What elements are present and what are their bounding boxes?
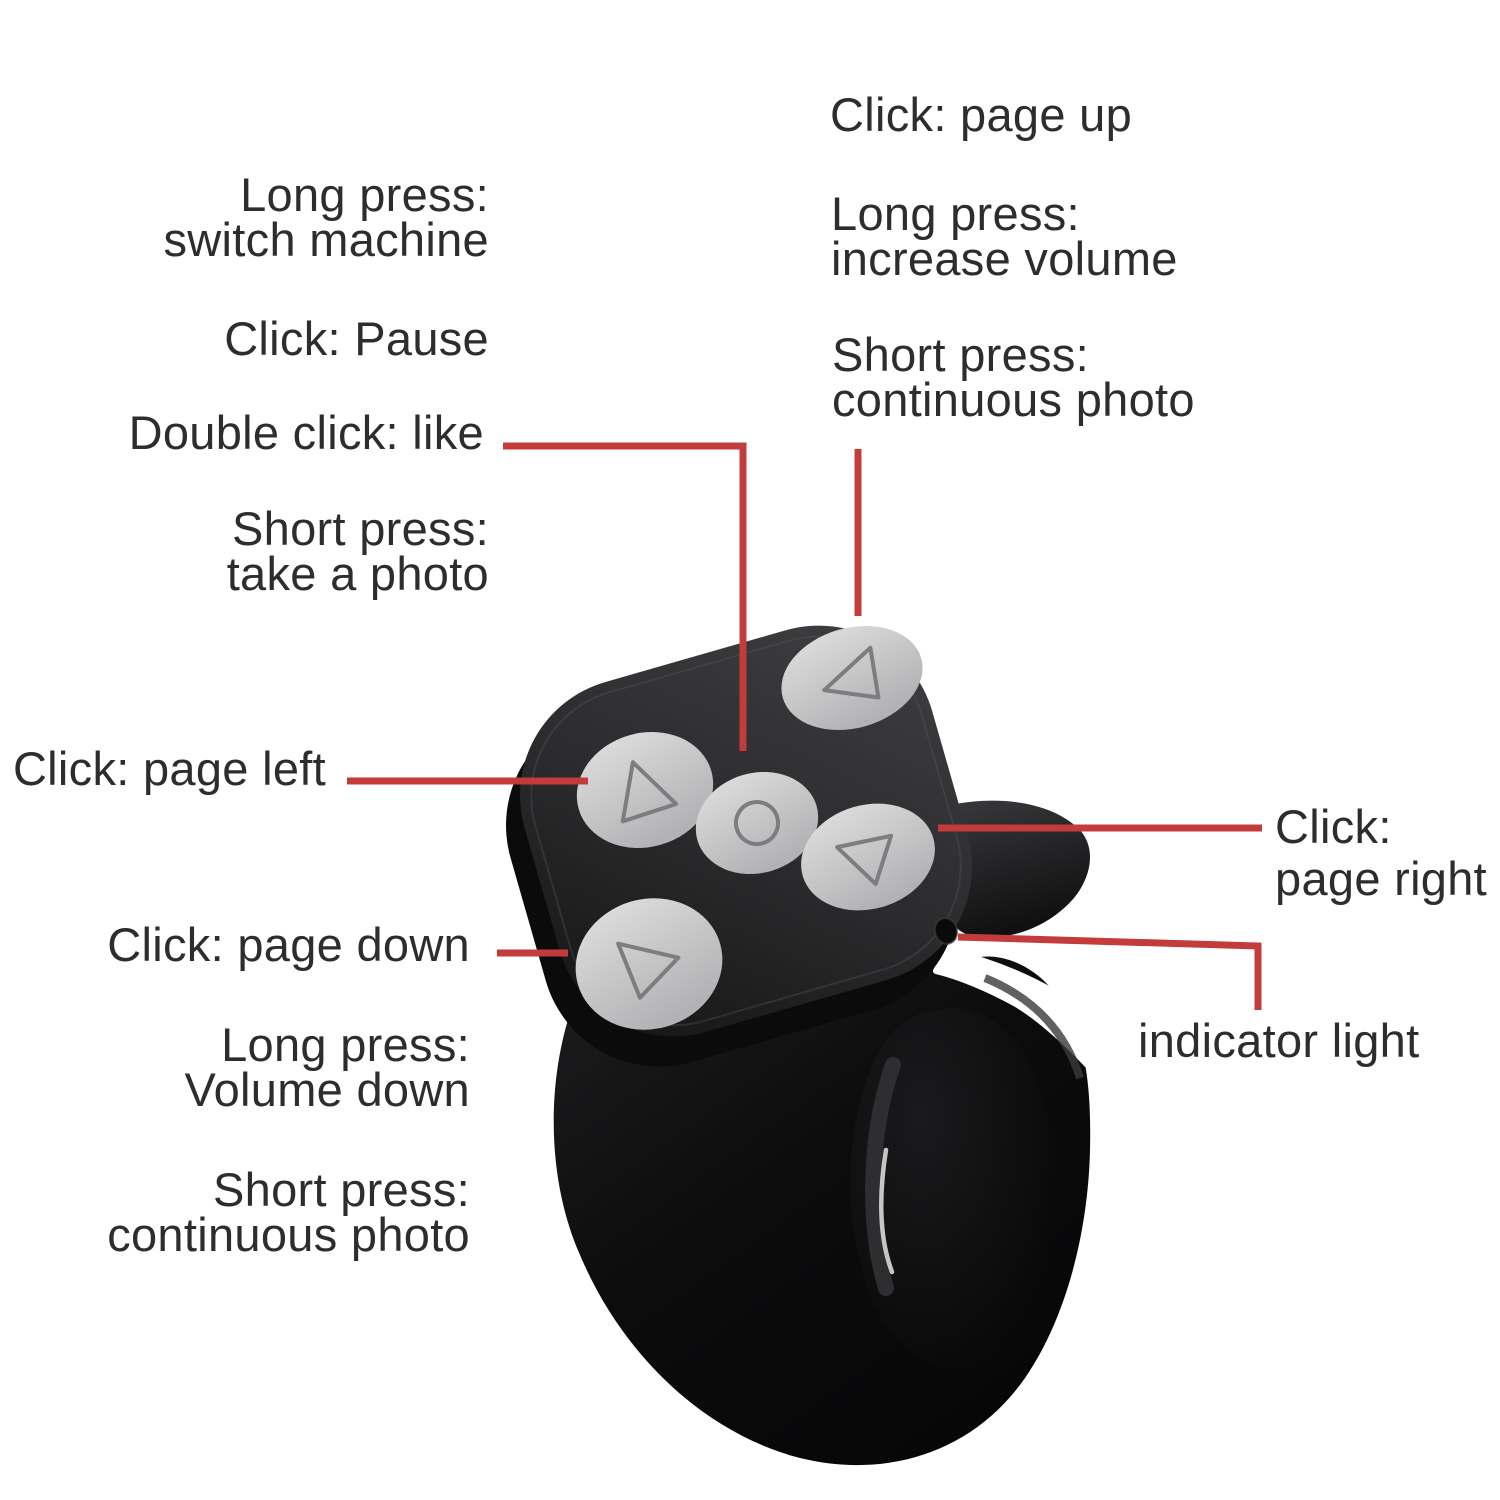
label-line: Short press: xyxy=(832,328,1089,381)
label-line: continuous photo xyxy=(107,1208,470,1261)
label-short-press-continuous-photo-left: Short press: continuous photo xyxy=(107,1163,470,1261)
label-line: Double click: like xyxy=(128,406,484,459)
device-face-bezel xyxy=(530,635,962,1027)
label-line: indicator light xyxy=(1138,1014,1420,1067)
label-long-press-volume-down: Long press: Volume down xyxy=(184,1018,470,1116)
label-line: Long press: xyxy=(831,187,1080,240)
finger-hook xyxy=(940,800,1091,938)
down-button-glyph xyxy=(616,941,681,1000)
label-line: page right xyxy=(1275,852,1488,905)
label-click-page-up: Click: page up xyxy=(830,88,1133,141)
label-line: Click: page down xyxy=(107,918,470,971)
label-line: Click: xyxy=(1275,800,1392,853)
label-indicator-light: indicator light xyxy=(1138,1014,1420,1067)
label-line: continuous photo xyxy=(832,373,1195,426)
center-button xyxy=(695,771,819,875)
label-click-page-down: Click: page down xyxy=(107,918,470,971)
label-double-click-like: Double click: like xyxy=(128,406,484,459)
right-button xyxy=(801,803,935,911)
center-button-glyph xyxy=(734,800,780,846)
label-click-pause: Click: Pause xyxy=(224,312,489,365)
callout-line-indicator-light xyxy=(957,933,1262,1010)
band-arm-edge-highlight xyxy=(983,974,1084,1080)
ring-hole-wall-highlight xyxy=(865,1057,901,1296)
up-button-glyph xyxy=(822,645,881,700)
ring-hole xyxy=(850,1007,1054,1370)
label-line: switch machine xyxy=(163,213,489,266)
callout-line-double-click-like xyxy=(503,442,747,751)
indicator-light-hole xyxy=(933,917,959,945)
label-line: Short press: xyxy=(213,1163,470,1216)
label-line: increase volume xyxy=(831,232,1178,285)
left-button xyxy=(576,732,714,848)
label-line: Short press: xyxy=(232,502,489,555)
label-line: take a photo xyxy=(226,547,489,600)
up-button xyxy=(781,626,923,730)
label-long-press-increase-volume: Long press: increase volume xyxy=(831,187,1178,285)
down-button xyxy=(575,898,723,1030)
ring-hole-bright-streak xyxy=(878,1147,895,1275)
right-button-glyph xyxy=(835,833,894,886)
label-line: Click: page left xyxy=(12,742,326,795)
label-line: Click: Pause xyxy=(224,312,489,365)
label-line: Click: page up xyxy=(830,88,1133,141)
label-line: Long press: xyxy=(240,168,489,221)
label-short-press-continuous-photo-right: Short press: continuous photo xyxy=(832,328,1195,426)
body-band-gap xyxy=(933,947,1135,1095)
label-line: Volume down xyxy=(184,1063,470,1116)
label-short-press-take-a-photo: Short press: take a photo xyxy=(226,502,489,600)
label-click-page-left: Click: page left xyxy=(12,742,326,795)
label-long-press-switch-machine: Long press: switch machine xyxy=(163,168,490,266)
label-line: Long press: xyxy=(221,1018,470,1071)
left-button-glyph xyxy=(620,760,679,824)
label-click-page-right: Click: page right xyxy=(1275,801,1487,905)
